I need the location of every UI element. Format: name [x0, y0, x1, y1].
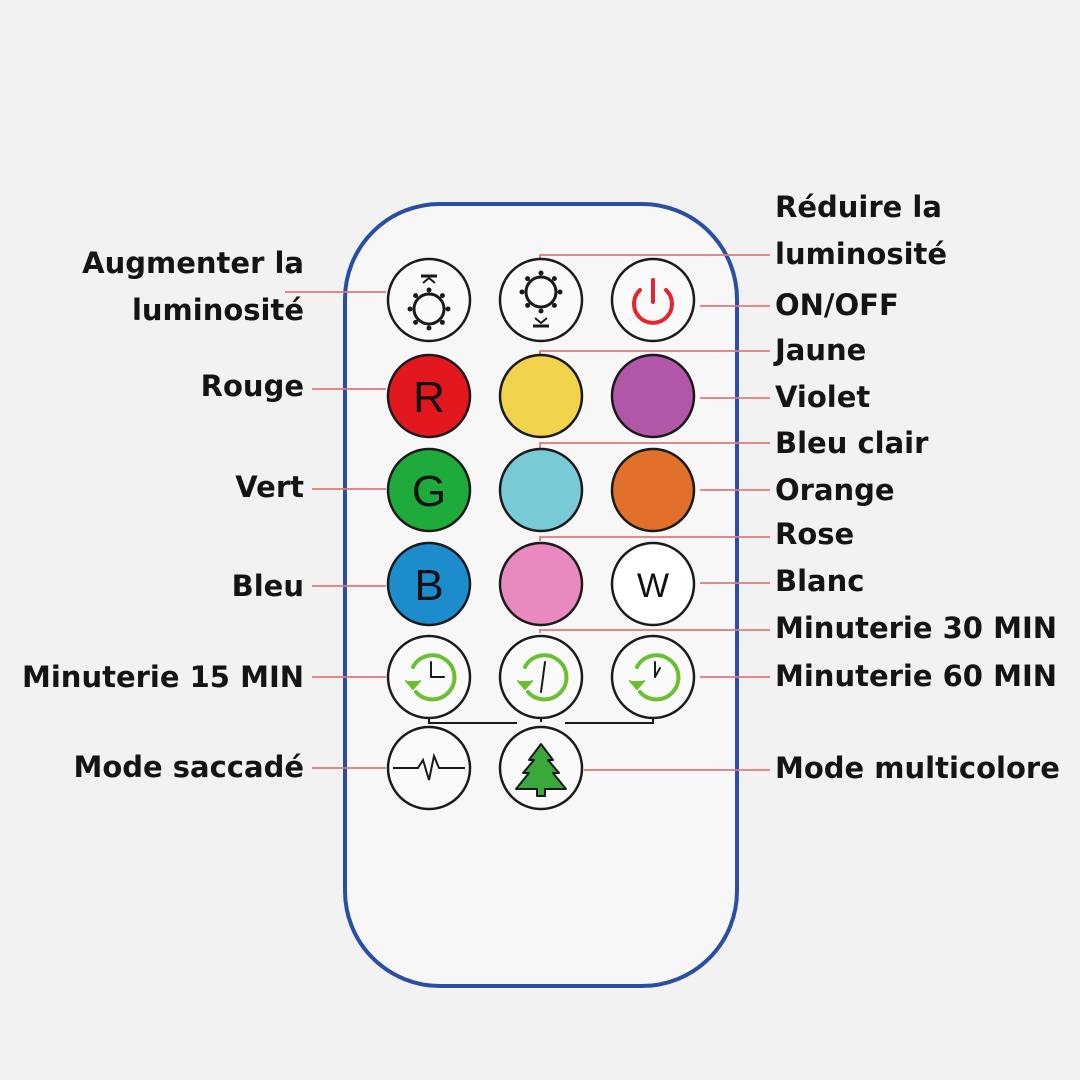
pulse-wave-icon — [393, 752, 465, 781]
leader-minuterie-30 — [539, 629, 770, 633]
timer-30-icon — [517, 653, 569, 702]
red-button-letter: R — [413, 373, 445, 422]
label-mode-saccade: Mode saccadé — [73, 750, 304, 784]
green-button[interactable]: G — [386, 447, 472, 533]
sun-ray-dot — [525, 276, 531, 282]
pink-button[interactable] — [498, 541, 584, 627]
label-reduire-line1: Réduire la — [775, 190, 942, 224]
sun-ray-dot — [557, 289, 563, 295]
label-minuterie-15: Minuterie 15 MIN — [22, 660, 304, 694]
blue-button-letter: B — [414, 561, 443, 610]
timer-60-icon — [629, 653, 681, 702]
strobe-button[interactable] — [386, 725, 472, 811]
leader-jaune — [539, 350, 770, 354]
timer-15-icon — [405, 653, 457, 702]
label-mode-multicolore: Mode multicolore — [775, 751, 1060, 785]
sun-ray-dot — [413, 319, 419, 325]
label-jaune: Jaune — [775, 333, 867, 367]
label-reduire-line2: luminosité — [775, 237, 948, 271]
leader-bleu-clair — [539, 442, 770, 448]
white-button-letter: W — [637, 567, 669, 605]
brightness-up-icon — [407, 274, 451, 331]
sun-ray-dot — [439, 293, 445, 299]
label-augmenter-line1: Augmenter la — [82, 246, 304, 280]
sun-ray-dot — [439, 319, 445, 325]
red-button[interactable]: R — [386, 353, 472, 439]
sun-ray-dot — [538, 308, 544, 314]
sun-ray-dot — [407, 306, 413, 312]
brightness-down-button[interactable] — [498, 257, 584, 343]
label-violet: Violet — [775, 380, 871, 414]
brightness-down-icon — [519, 270, 563, 328]
label-blanc: Blanc — [775, 564, 865, 598]
white-button[interactable]: W — [610, 541, 696, 627]
leader-lines — [285, 254, 770, 771]
label-bleu-clair: Bleu clair — [775, 426, 929, 460]
yellow-button[interactable] — [498, 353, 584, 439]
orange-button[interactable] — [610, 447, 696, 533]
label-rouge: Rouge — [200, 369, 304, 403]
sun-ray-dot — [538, 270, 544, 276]
power-button[interactable] — [610, 257, 696, 343]
label-augmenter-line2: luminosité — [131, 293, 304, 327]
sun-ray-dot — [445, 306, 451, 312]
label-minuterie-30: Minuterie 30 MIN — [775, 611, 1057, 645]
timer-60-button[interactable] — [610, 634, 696, 720]
label-on-off: ON/OFF — [775, 288, 899, 322]
sun-ray-dot — [426, 287, 432, 293]
green-button-letter: G — [412, 467, 446, 516]
label-bleu: Bleu — [231, 569, 304, 603]
label-minuterie-60: Minuterie 60 MIN — [775, 659, 1057, 693]
sun-ray-dot — [525, 302, 531, 308]
brightness-up-button[interactable] — [386, 257, 472, 343]
label-orange: Orange — [775, 473, 895, 507]
timer-30-button[interactable] — [498, 634, 584, 720]
sun-ray-dot — [426, 325, 432, 331]
sun-ray-dot — [551, 302, 557, 308]
tree-icon — [515, 743, 567, 797]
label-augmenter: Augmenter la luminosité — [20, 240, 304, 334]
multicolor-button[interactable] — [498, 725, 584, 811]
label-reduire: Réduire la luminosité — [775, 184, 1065, 278]
leader-rose — [539, 536, 770, 541]
timer-15-button[interactable] — [386, 634, 472, 720]
label-rose: Rose — [775, 517, 855, 551]
sun-ray-dot — [551, 276, 557, 282]
violet-button[interactable] — [610, 353, 696, 439]
light-blue-button[interactable] — [498, 447, 584, 533]
sun-ray-dot — [413, 293, 419, 299]
label-vert: Vert — [235, 470, 304, 504]
power-icon — [632, 278, 674, 325]
sun-ray-dot — [519, 289, 525, 295]
blue-button[interactable]: B — [386, 541, 472, 627]
